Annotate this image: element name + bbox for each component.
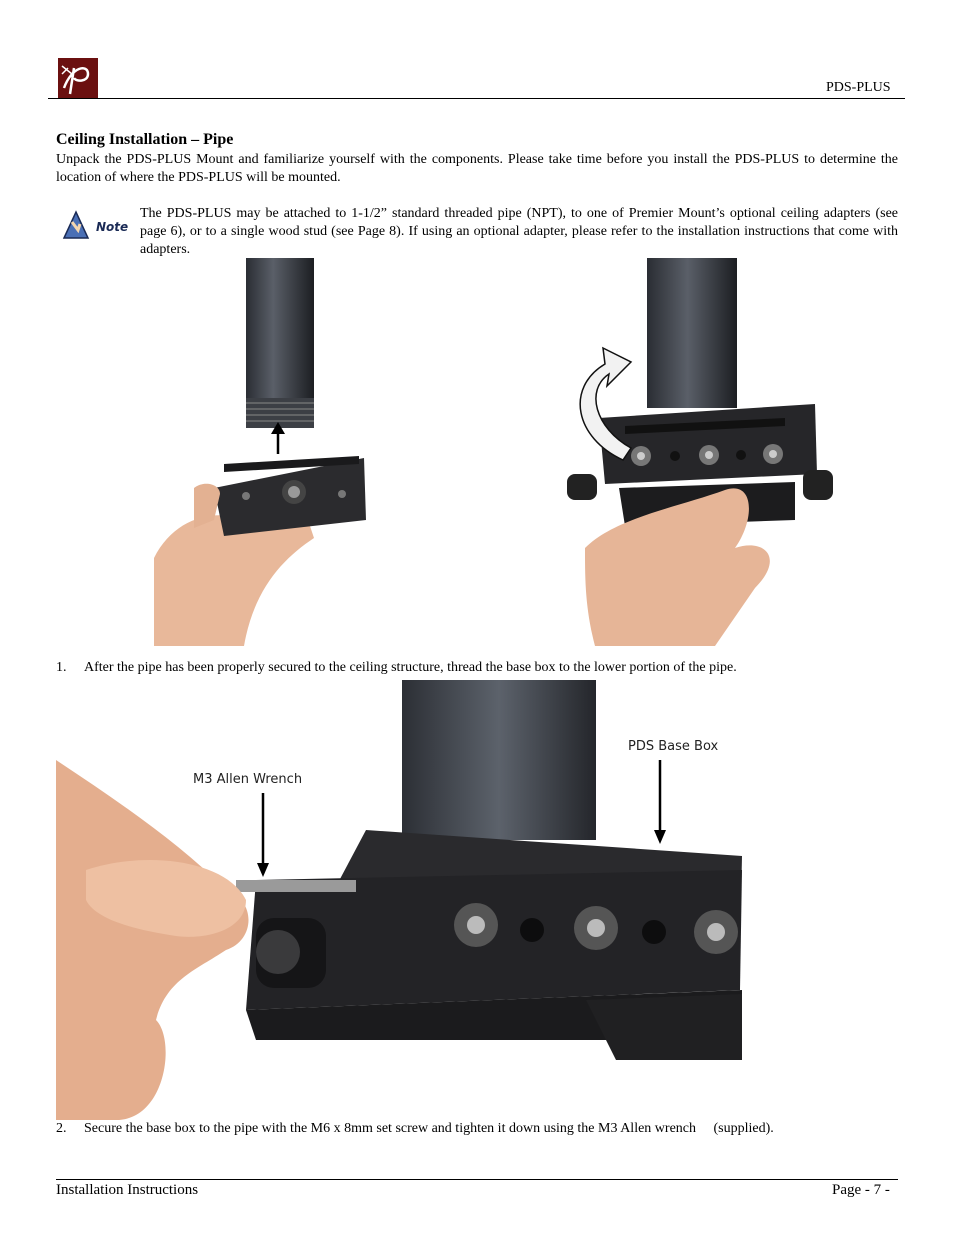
step-number: 1. <box>56 660 67 675</box>
callout-base-box: PDS Base Box <box>628 739 719 754</box>
arrow-base-box <box>653 760 667 845</box>
step-1: 1. After the pipe has been properly secu… <box>56 660 898 678</box>
page-number: Page - 7 - <box>832 1182 890 1198</box>
step-text: After the pipe has been properly secured… <box>84 660 737 675</box>
section-heading: Ceiling Installation – Pipe <box>56 131 234 148</box>
footer-rule <box>56 1179 898 1180</box>
company-logo <box>58 58 98 98</box>
callout-allen-wrench: M3 Allen Wrench <box>193 772 303 787</box>
note-label: Note <box>96 220 128 234</box>
photo-pipe-and-base-box <box>154 258 374 646</box>
header-rule <box>48 98 905 99</box>
note-icon: Note <box>62 210 132 244</box>
step-2: 2. Secure the base box to the pipe with … <box>56 1121 898 1139</box>
intro-paragraph: Unpack the PDS-PLUS Mount and familiariz… <box>56 152 898 185</box>
footer-doc-name: Installation Instructions <box>56 1182 199 1198</box>
step-number: 2. <box>56 1121 67 1136</box>
document-title: PDS-PLUS <box>826 80 891 95</box>
note-text: The PDS-PLUS may be attached to 1-1/2” s… <box>140 206 898 257</box>
photo-threading-base-box <box>555 258 840 646</box>
step-text: Secure the base box to the pipe with the… <box>84 1121 774 1136</box>
arrow-allen-wrench <box>256 793 270 878</box>
photo-allen-wrench-closeup <box>56 680 742 1120</box>
